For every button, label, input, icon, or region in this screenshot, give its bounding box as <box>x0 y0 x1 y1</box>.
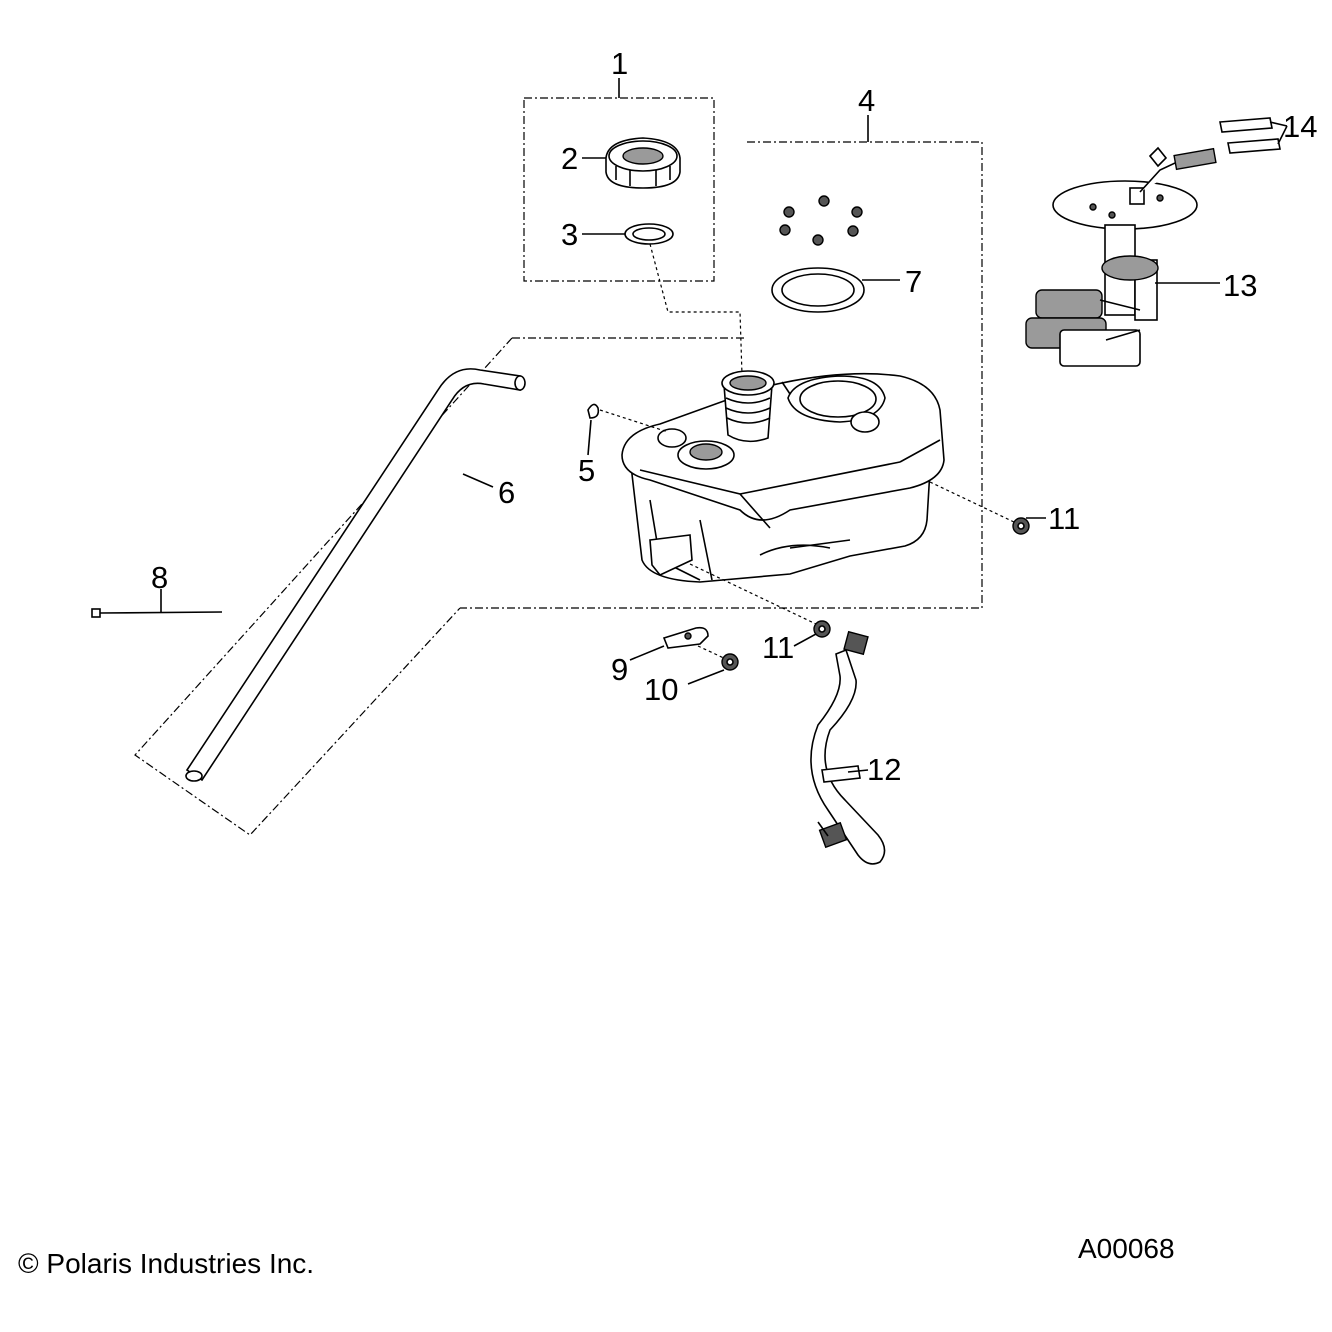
fuel-pump-assembly <box>1025 146 1217 367</box>
dash-link-clamp-to-tank <box>599 409 669 433</box>
pump-retaining-ring <box>771 267 865 313</box>
callout-13: 13 <box>1223 268 1257 303</box>
callout-11-side: 11 <box>1048 501 1080 536</box>
callout-11-bottom: 11 <box>762 630 794 665</box>
callout-8: 8 <box>151 560 168 595</box>
dash-link-tank-to-nut-bottom <box>689 563 817 625</box>
leader-4-tank-detail <box>781 381 791 395</box>
leader-6 <box>462 473 494 488</box>
group-box-vent-line <box>134 337 747 836</box>
leader-10 <box>687 669 725 685</box>
figure-id: A00068 <box>1078 1233 1175 1264</box>
mounting-nut-11-side <box>1012 517 1030 535</box>
vent-hose-clamp <box>587 403 600 419</box>
callout-6: 6 <box>498 475 515 510</box>
mounting-nut-11-bottom <box>813 620 831 638</box>
callout-9: 9 <box>611 652 628 687</box>
fuel-cap <box>605 137 681 189</box>
copyright-notice: © Polaris Industries Inc. <box>18 1248 314 1279</box>
leader-9 <box>629 645 665 661</box>
leader-11-bottom <box>793 633 817 647</box>
dash-link-tank-to-nut-side <box>929 481 1015 523</box>
callout-2: 2 <box>561 141 578 176</box>
fuel-tank <box>621 370 945 583</box>
dash-link-cap-to-neck <box>649 243 743 376</box>
pump-mount-screws <box>779 195 863 246</box>
callout-1: 1 <box>611 46 628 81</box>
mounting-clip <box>662 626 709 649</box>
fuel-supply-line <box>810 630 886 865</box>
callout-7: 7 <box>905 264 922 299</box>
mounting-nut-10 <box>721 653 739 671</box>
cable-tie <box>91 608 223 618</box>
group-box-tank-assembly <box>460 141 983 609</box>
leader-5 <box>587 419 592 456</box>
callout-5: 5 <box>578 453 595 488</box>
callout-3: 3 <box>561 217 578 252</box>
callout-4: 4 <box>858 83 875 118</box>
decal-labels <box>1219 117 1281 154</box>
leader-12 <box>847 769 869 773</box>
group-box-cap-assembly <box>523 97 715 282</box>
leader-14 <box>1269 121 1288 145</box>
callout-10: 10 <box>644 672 678 707</box>
callout-12: 12 <box>867 752 901 787</box>
callout-14: 14 <box>1283 109 1317 144</box>
vent-hose <box>185 368 526 782</box>
cap-gasket <box>624 223 674 245</box>
